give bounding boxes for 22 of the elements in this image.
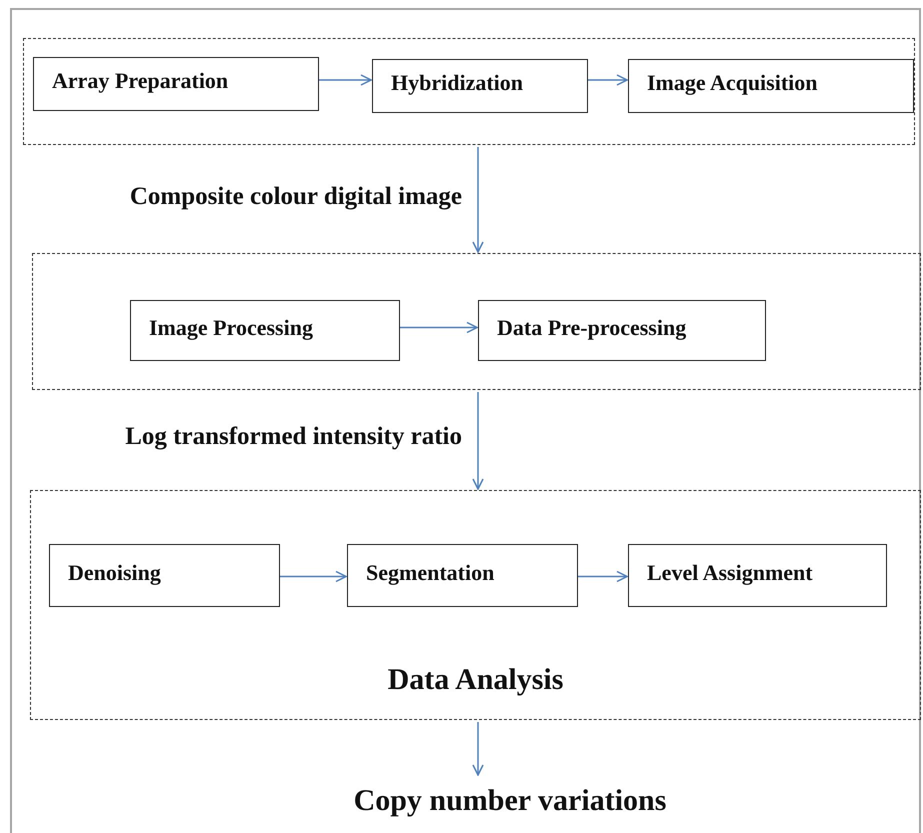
output-text: Copy number variations bbox=[354, 784, 666, 818]
edge-label: Log transformed intensity ratio bbox=[125, 423, 462, 451]
process-box: Segmentation bbox=[347, 544, 578, 607]
dashed-group-box bbox=[32, 253, 921, 390]
group-title: Data Analysis bbox=[388, 663, 564, 697]
dashed-group-box bbox=[23, 38, 915, 145]
arrow bbox=[399, 322, 478, 334]
arrow bbox=[472, 392, 484, 490]
arrow bbox=[472, 722, 484, 776]
process-box: Image Processing bbox=[130, 300, 400, 361]
process-box: Data Pre-processing bbox=[478, 300, 766, 361]
arrow bbox=[279, 570, 347, 582]
process-box: Hybridization bbox=[372, 59, 588, 113]
process-box: Array Preparation bbox=[33, 57, 319, 111]
arrow bbox=[318, 74, 372, 86]
process-box: Image Acquisition bbox=[628, 59, 914, 113]
arrow bbox=[472, 147, 484, 253]
arrow bbox=[577, 570, 628, 582]
process-box: Level Assignment bbox=[628, 544, 887, 607]
dashed-group-box bbox=[30, 490, 921, 720]
process-box: Denoising bbox=[49, 544, 280, 607]
arrow bbox=[587, 74, 628, 86]
